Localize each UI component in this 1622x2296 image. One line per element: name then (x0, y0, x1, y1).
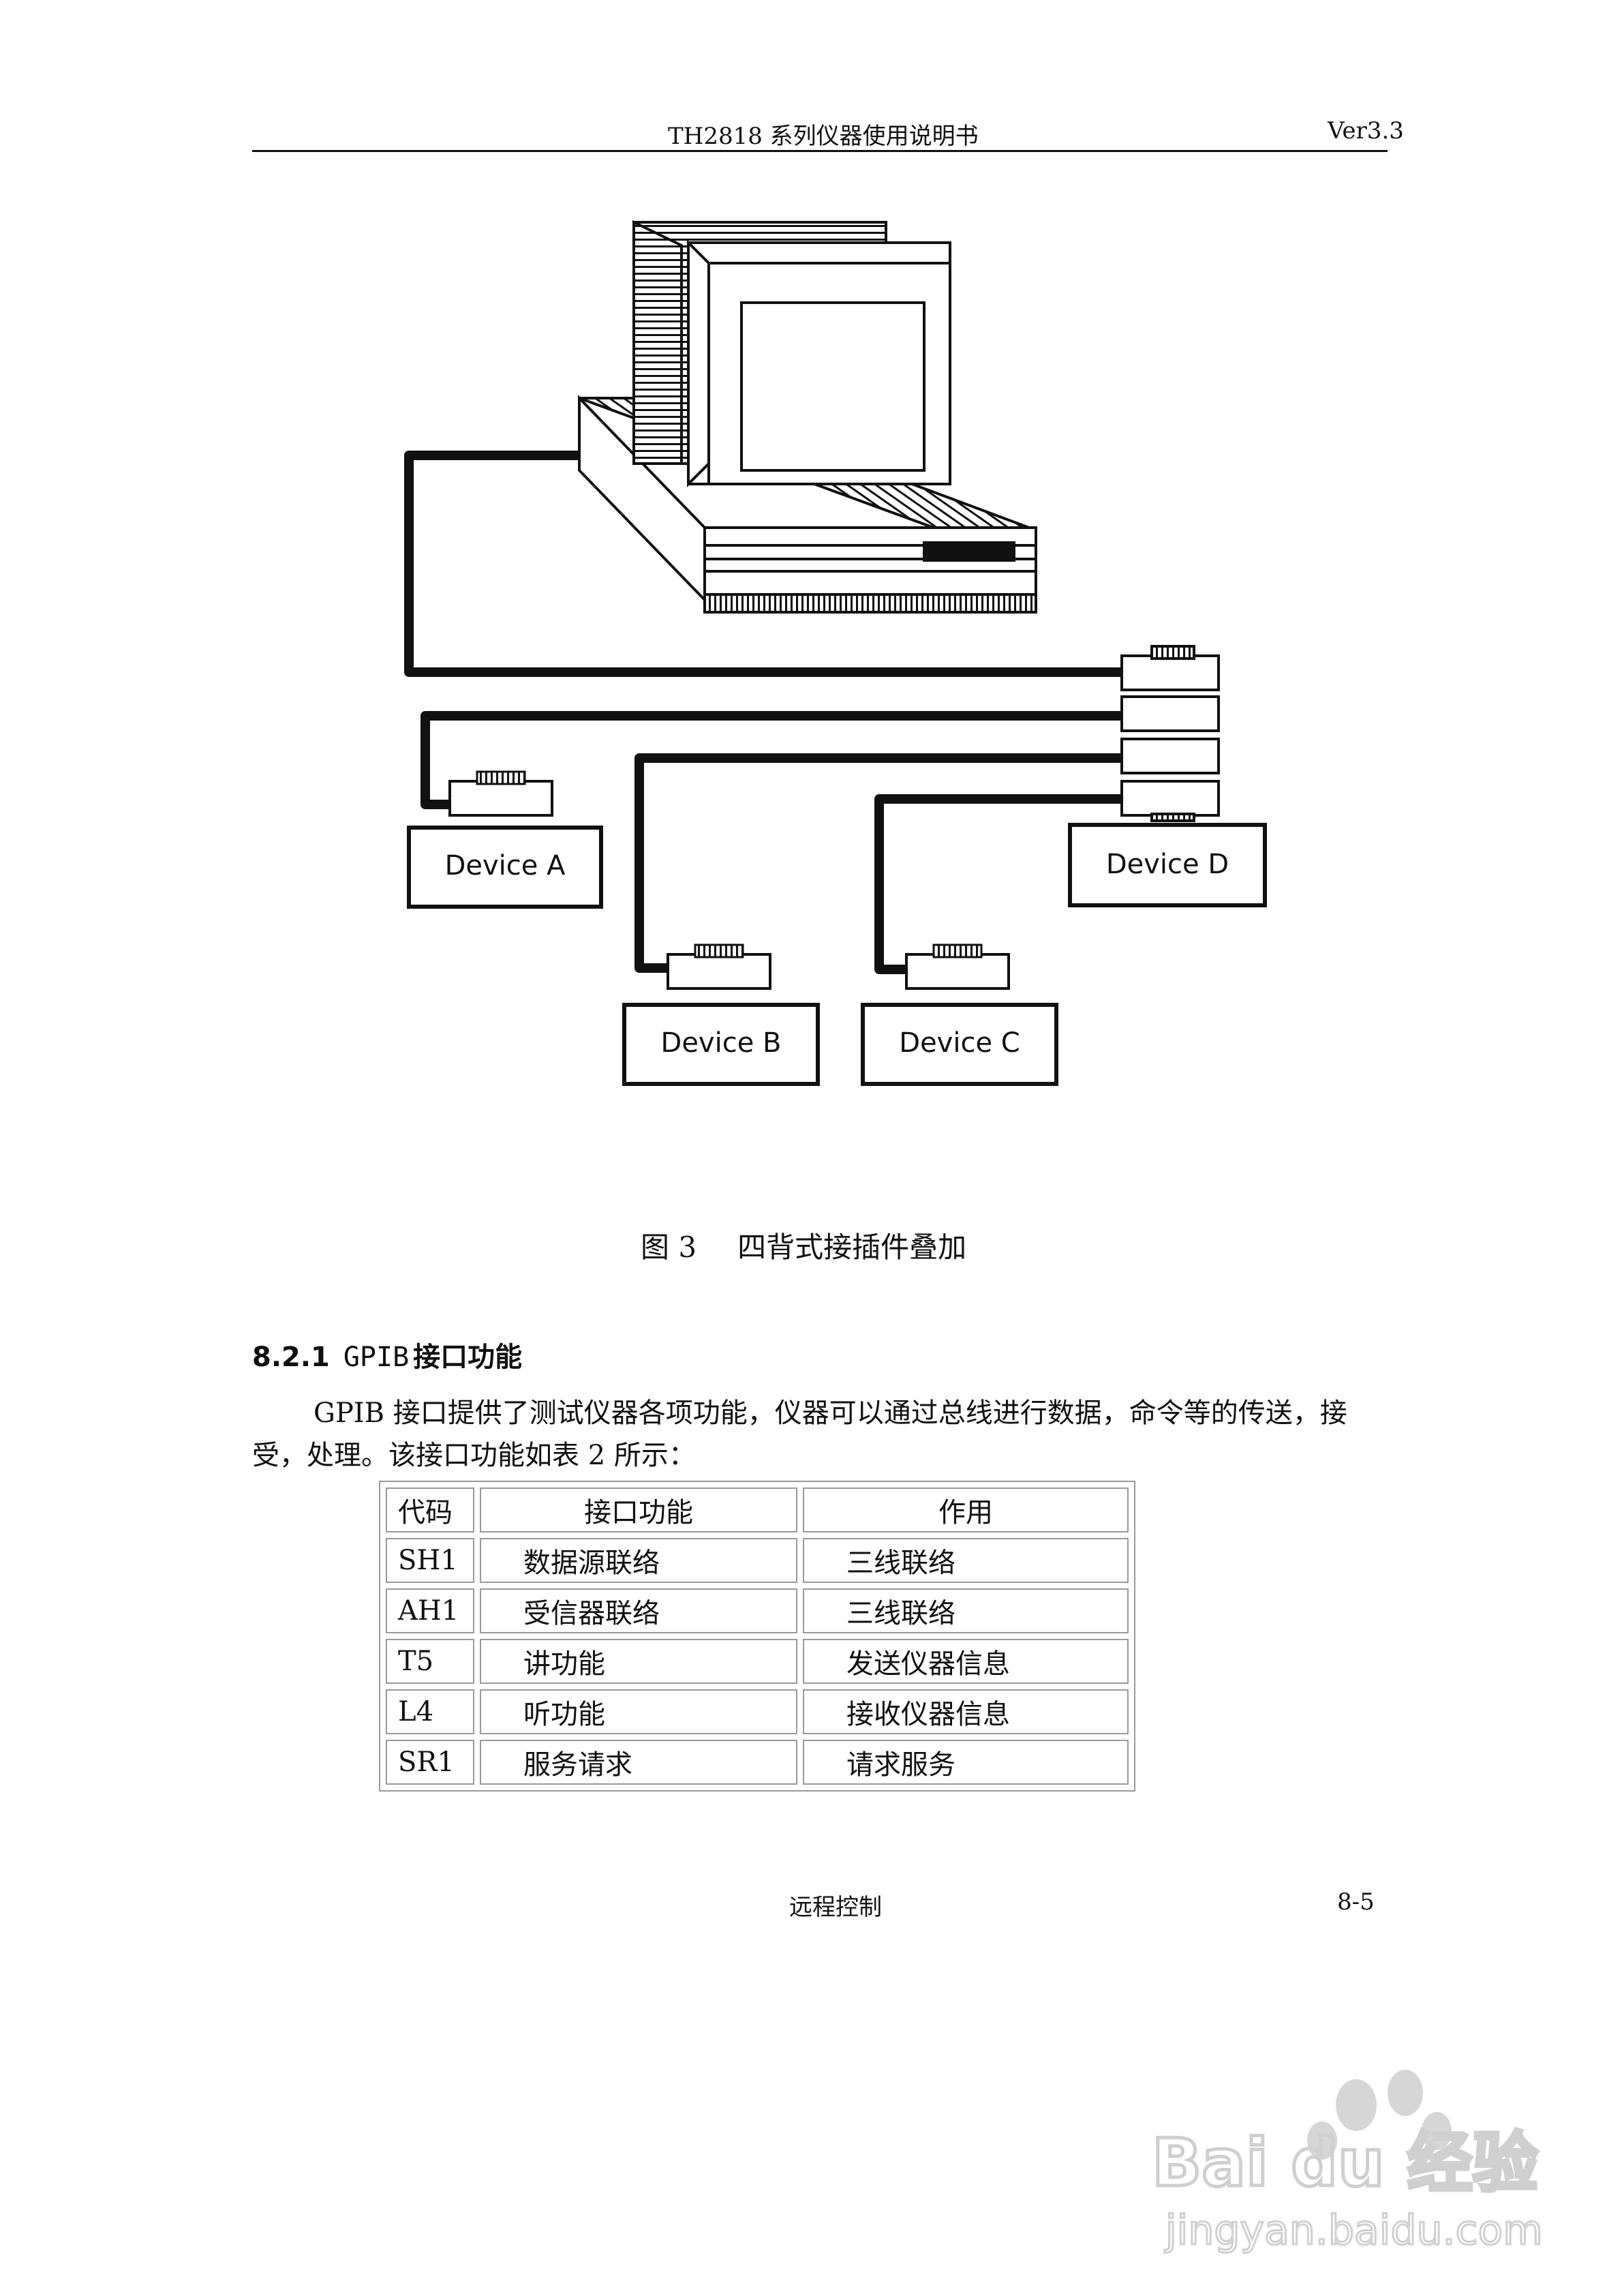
table-header-row: 代码 接口功能 作用 (386, 1487, 1129, 1532)
version-label: Ver3.3 (1328, 117, 1404, 145)
cell-code: SH1 (386, 1538, 474, 1583)
table-row: L4 听功能 接收仪器信息 (386, 1689, 1129, 1734)
table-row: T5 讲功能 发送仪器信息 (386, 1639, 1129, 1684)
device-d-label: Device D (1106, 849, 1229, 880)
cell-purpose: 三线联络 (803, 1588, 1129, 1633)
cell-purpose: 接收仪器信息 (803, 1689, 1129, 1734)
cell-function: 受信器联络 (480, 1588, 797, 1633)
device-d: Device D (1068, 823, 1267, 907)
cell-function: 听功能 (480, 1689, 797, 1734)
section-title: 接口功能 (413, 1342, 523, 1373)
device-a-box (407, 826, 603, 909)
cell-code: AH1 (386, 1588, 474, 1633)
interface-function-table: 代码 接口功能 作用 SH1 数据源联络 三线联络 AH1 受信器联络 三线联络… (379, 1481, 1135, 1792)
watermark-brand: Bai du 经验 (1152, 2125, 1538, 2201)
table-row: AH1 受信器联络 三线联络 (386, 1588, 1129, 1633)
device-a-connector (448, 780, 553, 817)
baidu-watermark: Bai du 经验 jingyan.baidu.com (1152, 2070, 1544, 2256)
device-a: Device A (407, 770, 603, 909)
manual-title: TH2818 系列仪器使用说明书 (668, 123, 979, 150)
watermark-url: jingyan.baidu.com (1164, 2207, 1543, 2254)
cell-function: 服务请求 (480, 1740, 797, 1785)
section-code: GPIB (343, 1342, 410, 1373)
page-number: 8-5 (1337, 1888, 1375, 1916)
body-paragraph: GPIB 接口提供了测试仪器各项功能，仪器可以通过总线进行数据，命令等的传送，接… (252, 1398, 1347, 1471)
device-b-label: Device B (661, 1027, 782, 1059)
section-number: 8.2.1 (252, 1342, 330, 1373)
cell-purpose: 三线联络 (803, 1538, 1129, 1583)
cell-code: L4 (386, 1689, 474, 1734)
device-a-label: Device A (445, 850, 566, 881)
device-b: Device B (622, 943, 820, 1086)
device-b-box (622, 1003, 820, 1086)
device-c: Device C (861, 943, 1058, 1086)
cell-function: 讲功能 (480, 1639, 797, 1684)
figure-number: 图 3 (641, 1230, 697, 1264)
gpib-cables (404, 451, 1124, 974)
cell-code: SR1 (386, 1740, 474, 1785)
header-code: 代码 (386, 1487, 474, 1532)
device-b-connector (667, 953, 771, 990)
cell-purpose: 发送仪器信息 (803, 1639, 1129, 1684)
cell-function: 数据源联络 (480, 1538, 797, 1583)
header-rule (252, 150, 1388, 152)
device-d-box (1068, 823, 1267, 907)
computer-icon (578, 220, 1037, 614)
stacked-connectors (1120, 645, 1220, 822)
figure-caption: 图 3 四背式接插件叠加 (641, 1224, 966, 1266)
device-c-label: Device C (899, 1027, 1020, 1059)
figure-title: 四背式接插件叠加 (737, 1230, 967, 1264)
table-row: SH1 数据源联络 三线联络 (386, 1538, 1129, 1583)
device-c-connector (905, 953, 1010, 990)
gpib-connection-diagram: Device A Device B Device C Device D (404, 220, 1267, 1086)
header-function: 接口功能 (480, 1487, 797, 1532)
cell-purpose: 请求服务 (803, 1740, 1129, 1785)
cell-code: T5 (386, 1639, 474, 1684)
table-row: SR1 服务请求 请求服务 (386, 1740, 1129, 1785)
footer-section: 远程控制 (789, 1894, 882, 1921)
device-c-box (861, 1003, 1058, 1086)
header-purpose: 作用 (803, 1487, 1129, 1532)
